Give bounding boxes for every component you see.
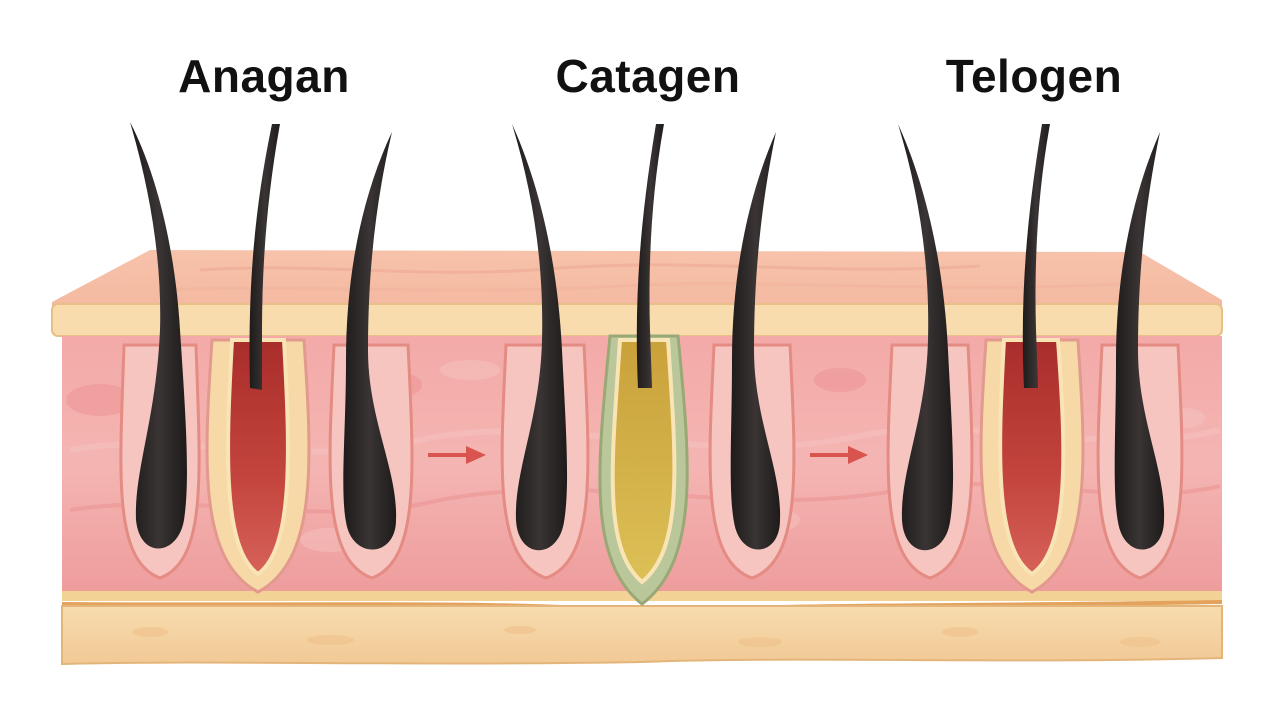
anagan-follicle-3 [330, 132, 412, 578]
telogen-follicle-2 [981, 124, 1083, 592]
subcutaneous-layer [62, 606, 1222, 664]
catagen-follicle-3 [710, 132, 794, 578]
phase-title-anagan: Anagan [114, 48, 414, 104]
telogen-follicle-3 [1098, 132, 1182, 578]
anagan-group [121, 122, 412, 592]
telogen-group [888, 124, 1182, 592]
anagan-follicle-2 [207, 124, 309, 592]
phase-title-telogen: Telogen [884, 48, 1184, 104]
telogen-follicle-1 [888, 124, 972, 578]
catagen-follicle-1 [502, 124, 588, 578]
catagen-follicle-2 [600, 124, 687, 604]
catagen-group [502, 124, 794, 604]
anagan-follicle-1 [121, 122, 199, 578]
phase-title-catagen: Catagen [498, 48, 798, 104]
